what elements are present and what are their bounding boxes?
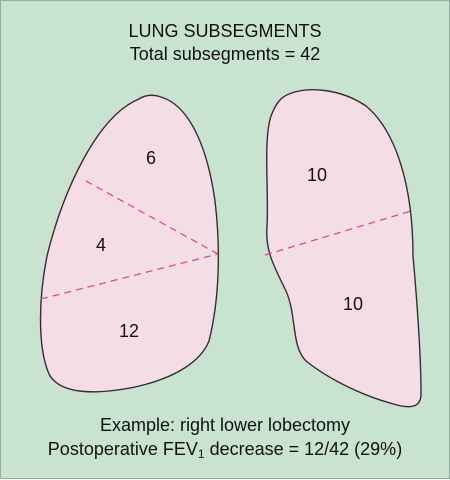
right-lower-lobe-count: 12 [119,321,139,341]
fev1-suffix: decrease = 12/42 (29%) [205,439,403,459]
left-lung-outline [267,90,421,407]
fev1-formula: Postoperative FEV1 decrease = 12/42 (29%… [1,439,449,461]
example-caption: Example: right lower lobectomy [1,415,449,436]
right-middle-lobe-count: 4 [96,235,106,255]
right-lung-outline [41,95,219,392]
fev1-prefix: Postoperative FEV [48,439,198,459]
left-upper-lobe-count: 10 [307,165,327,185]
fev1-subscript: 1 [198,447,205,461]
right-upper-lobe-count: 6 [146,148,156,168]
left-lower-lobe-count: 10 [343,294,363,314]
